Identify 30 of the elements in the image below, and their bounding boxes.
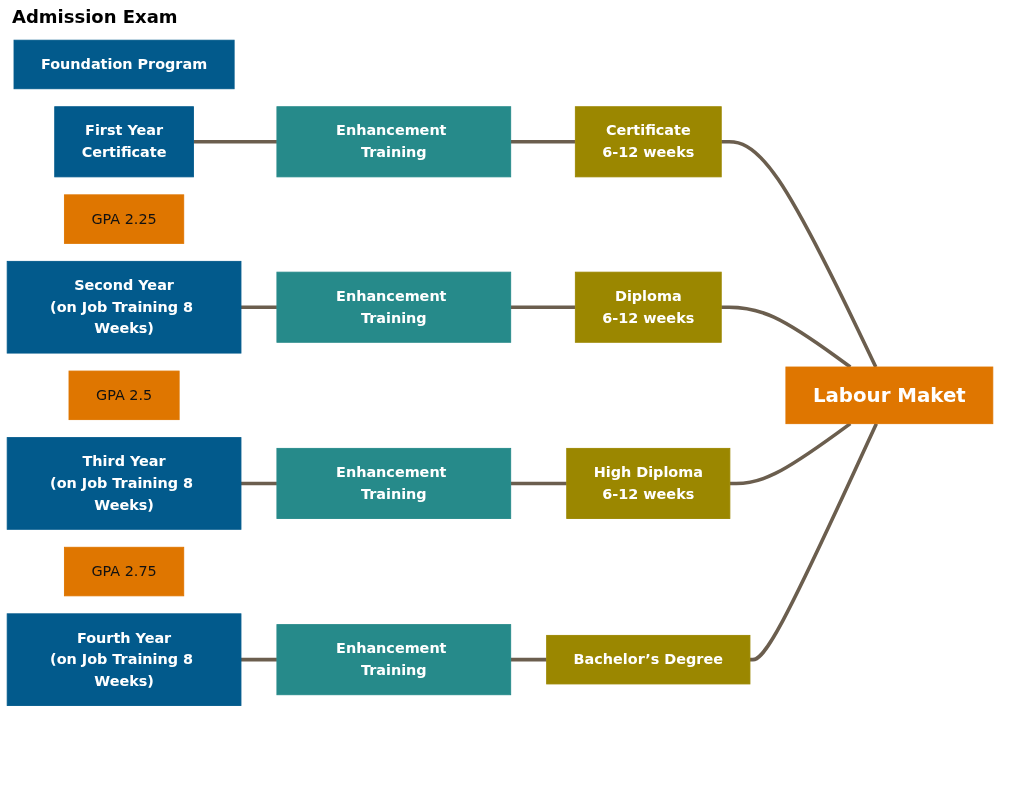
connector [749, 422, 878, 662]
node-box: Certificate 6-12 weeks [574, 106, 722, 178]
connector [240, 657, 277, 662]
node-box: Foundation Program [13, 39, 235, 90]
node-box: GPA 2.5 [68, 370, 180, 421]
connector [193, 140, 277, 144]
node-box: Bachelor’s Degree [546, 634, 751, 685]
connector [510, 657, 547, 662]
node-box: Fourth Year (on Job Training 8 Weeks) [6, 613, 242, 706]
connector [721, 140, 878, 368]
node-box: GPA 2.25 [64, 194, 185, 244]
node-box: Enhancement Training [276, 106, 512, 178]
connector [510, 305, 576, 310]
node-box: First Year Certificate [54, 106, 194, 178]
node-box: GPA 2.75 [64, 546, 185, 597]
stage-label: Admission Exam [12, 6, 179, 27]
node-box: Enhancement Training [276, 447, 512, 519]
node-box: High Diploma 6-12 weeks [566, 447, 731, 519]
connector [729, 422, 852, 486]
node-box: Enhancement Training [276, 271, 512, 343]
connector [510, 140, 576, 144]
connector [240, 305, 277, 310]
node-box: Labour Maket [785, 366, 994, 425]
connector [721, 305, 852, 369]
connector [240, 481, 277, 486]
node-box: Second Year (on Job Training 8 Weeks) [6, 260, 242, 354]
node-box: Third Year (on Job Training 8 Weeks) [6, 437, 242, 530]
connector [510, 481, 567, 486]
node-box: Diploma 6-12 weeks [574, 271, 722, 343]
node-box: Enhancement Training [276, 624, 512, 696]
